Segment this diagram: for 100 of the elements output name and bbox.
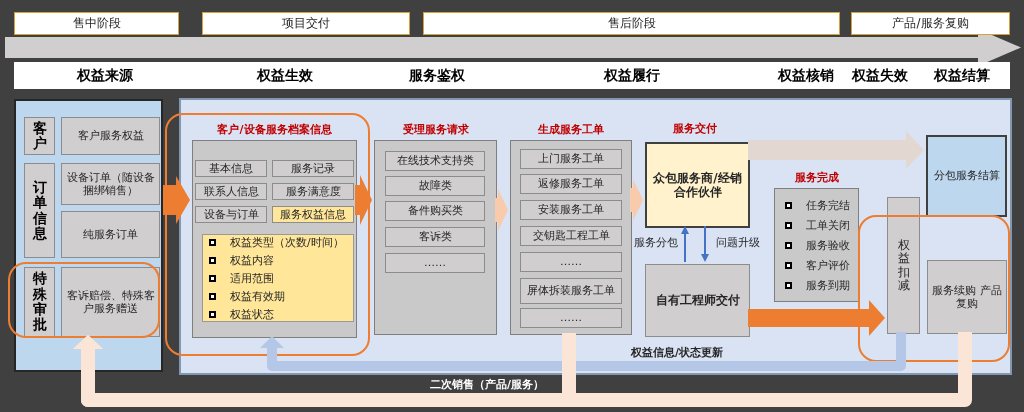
info-box xyxy=(195,183,267,200)
list-item-text: 权益内容 xyxy=(230,252,274,268)
item-label: 安装服务工单 xyxy=(538,203,604,217)
item-label: 客诉类 xyxy=(418,230,452,244)
item-label: 纯服务订单 xyxy=(83,227,138,242)
item-label: 客诉赔偿、特殊客户服务赠送 xyxy=(65,288,156,316)
category-box xyxy=(24,267,55,337)
info-box xyxy=(520,252,622,272)
list-item-text: 客户评价 xyxy=(806,257,850,273)
list-item-text: 适用范围 xyxy=(230,270,274,286)
flow-arrow xyxy=(260,332,906,371)
info-box xyxy=(645,264,750,337)
item-label: 服务续购 产品复购 xyxy=(931,283,1003,311)
item-label: 客户服务权益 xyxy=(77,129,144,143)
item-label: 上门服务工单 xyxy=(538,152,604,166)
column-heading: 权益失效 xyxy=(852,67,908,85)
column-heading: 权益生效 xyxy=(257,67,313,85)
info-box xyxy=(272,183,354,200)
flow-arrow xyxy=(163,176,190,224)
category-box xyxy=(887,197,920,334)
flow-arrow xyxy=(355,175,372,225)
info-box xyxy=(272,206,354,223)
item-label: …… xyxy=(560,255,582,269)
edge-label: 权益信息/状态更新 xyxy=(631,344,723,360)
phase-box xyxy=(14,12,179,35)
phase-label: 产品/服务复购 xyxy=(892,15,969,32)
phase-box xyxy=(202,12,410,35)
flow-arrow xyxy=(73,333,576,407)
item-label: 分包服务结算 xyxy=(933,169,1000,183)
arrow xyxy=(681,226,689,263)
item-label: 备件购买类 xyxy=(407,204,463,218)
phase-box xyxy=(423,12,840,35)
info-box xyxy=(520,149,622,169)
flow-arrow xyxy=(630,179,643,221)
list-item-text: 服务到期 xyxy=(806,277,850,293)
info-box xyxy=(520,308,622,328)
info-box xyxy=(520,278,622,304)
checklist-box xyxy=(202,234,354,322)
arrow xyxy=(701,225,709,262)
list-item-text: 服务验收 xyxy=(806,237,850,253)
category-box xyxy=(24,163,55,258)
stage-heading: 服务完成 xyxy=(793,170,840,185)
stage-heading: 服务交付 xyxy=(673,120,717,136)
info-box xyxy=(520,174,622,194)
column-heading: 权益履行 xyxy=(604,67,660,85)
category-label: 权益扣减 xyxy=(897,239,910,292)
list-item-text: 工单关闭 xyxy=(806,217,850,233)
phase-label: 项目交付 xyxy=(282,15,330,32)
item-label: 联系人信息 xyxy=(203,184,259,199)
category-label: 订单信息 xyxy=(32,179,47,242)
category-label: 特殊审批 xyxy=(32,271,47,333)
edge-label: 服务分包 xyxy=(634,234,678,250)
phase-label: 售后阶段 xyxy=(607,15,656,32)
info-box xyxy=(61,163,160,205)
category-box xyxy=(24,117,55,155)
column-heading: 权益核销 xyxy=(778,67,834,85)
category-label: 客户 xyxy=(32,120,47,152)
item-label: 在线技术支持类 xyxy=(396,154,474,168)
panel xyxy=(179,98,1012,375)
info-box xyxy=(926,135,1007,217)
stage-heading: 受理服务请求 xyxy=(401,122,470,137)
item-label: 众包服务商/经销合作伙伴 xyxy=(652,170,743,200)
item-label: 设备订单（随设备捆绑销售） xyxy=(65,170,156,198)
item-label: …… xyxy=(560,311,582,325)
phase-label: 售中阶段 xyxy=(72,15,121,32)
item-label: 返修服务工单 xyxy=(538,177,604,191)
item-label: 交钥匙工程工单 xyxy=(532,229,610,243)
info-box xyxy=(385,201,485,221)
flow-arrow xyxy=(495,189,508,231)
column-heading: 权益结算 xyxy=(934,67,990,85)
list-item-text: 权益类型（次数/时间） xyxy=(230,234,344,250)
edge-label: 二次销售（产品/服务） xyxy=(430,376,544,392)
info-box xyxy=(61,117,160,155)
process-stage xyxy=(510,120,632,335)
info-box xyxy=(520,200,622,220)
info-box xyxy=(195,206,267,223)
info-box xyxy=(385,253,485,273)
stage-heading: 客户/设备服务档案信息 xyxy=(216,122,333,137)
item-label: …… xyxy=(424,256,446,270)
info-box xyxy=(61,211,160,258)
item-label: 服务记录 xyxy=(291,161,335,176)
info-box xyxy=(520,226,622,246)
info-box xyxy=(61,267,160,337)
item-label: 自有工程师交付 xyxy=(655,293,740,308)
item-label: 服务权益信息 xyxy=(280,207,346,222)
list-item-text: 权益状态 xyxy=(230,306,274,322)
info-box xyxy=(272,160,354,177)
item-label: 屏体拆装服务工单 xyxy=(527,284,615,298)
process-stage xyxy=(192,120,357,338)
info-box xyxy=(195,160,267,177)
column-heading: 权益来源 xyxy=(77,67,133,85)
list-item-text: 任务完结 xyxy=(806,197,850,213)
item-label: 基本信息 xyxy=(209,161,253,176)
info-box xyxy=(927,260,1007,334)
flow-arrow xyxy=(748,131,924,169)
info-box xyxy=(385,151,485,171)
info-box xyxy=(385,176,485,196)
flow-arrow xyxy=(748,300,885,336)
item-label: 服务满意度 xyxy=(285,184,341,199)
item-label: 设备与订单 xyxy=(203,207,259,222)
